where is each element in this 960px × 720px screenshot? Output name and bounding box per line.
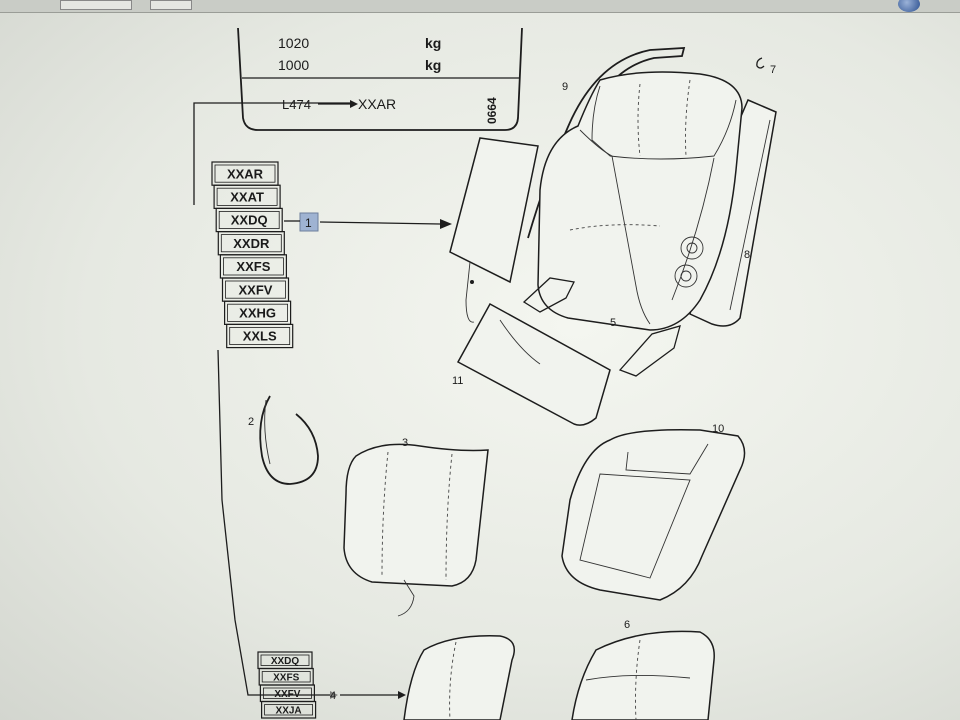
window-top-bar [0,0,960,13]
option-code-table: XXAR XXAT XXDQ XXDR XXFS XXFV XXHG XXLS [211,161,294,349]
option-code-bottom-label: XXJA [276,705,302,716]
option-code-xxdr[interactable]: XXDR [217,231,285,256]
lower-cover-part: 6 [571,619,715,720]
option-code-bottom-xxja[interactable]: XXJA [261,700,317,719]
back-cover-part [456,302,611,426]
option-code-bottom-xxfv[interactable]: XXFV [259,684,315,703]
lower-back-part [403,635,515,720]
model-from: L474 [282,97,311,112]
part-number-11: 11 [452,375,463,387]
option-code-label: XXFV [239,282,273,297]
weight-unit-2: kg [425,57,441,73]
callout-1[interactable]: 1 [299,212,319,232]
weight-unit-1: kg [425,35,441,51]
model-to: XXAR [358,96,396,112]
option-code-label: XXHG [239,305,276,320]
option-code-bottom-label: XXDQ [271,656,300,667]
seat-assembly-part: 5 [522,71,743,377]
callout-4-label: 4 [330,690,336,702]
option-code-xxfs[interactable]: XXFS [219,254,287,279]
weight-value-1: 1020 [278,35,309,51]
cushion-pad-part: 10 [561,423,746,601]
toolbar-button-mid[interactable] [150,0,192,10]
option-code-xxhg[interactable]: XXHG [224,300,292,326]
option-code-bottom-xxdq[interactable]: XXDQ [257,651,313,670]
option-code-bottom-xxfs[interactable]: XXFS [258,667,314,686]
option-code-label: XXDQ [231,213,268,228]
option-code-label: XXLS [243,329,277,344]
callout-1-label: 1 [305,216,312,230]
headrest-pad-part: 3 [343,437,489,617]
part-number-2: 2 [248,416,254,428]
weight-value-2: 1000 [278,57,309,73]
option-code-label: XXAT [230,189,264,204]
wire-clip-part: 2 [248,395,319,485]
app-logo-icon [898,0,920,12]
option-code-label: XXDR [233,236,270,251]
part-number-6: 6 [624,619,630,631]
option-code-xxfv[interactable]: XXFV [221,277,290,302]
option-code-xxar[interactable]: XXAR [211,161,279,186]
part-number-9: 9 [562,81,568,93]
option-code-table-bottom: XXDQ XXFS XXFV XXJA [257,651,317,719]
trim-clip-part: 7 [756,57,776,76]
option-code-label: XXFS [236,259,270,274]
back-panel-part [449,137,539,284]
option-code-bottom-label: XXFV [274,689,300,700]
option-code-xxat[interactable]: XXAT [213,184,281,209]
part-number-7: 7 [770,64,776,76]
option-code-bottom-label: XXFS [273,672,299,683]
option-code-xxls[interactable]: XXLS [226,323,294,349]
group-bracket [193,102,350,699]
part-number-3: 3 [402,437,408,449]
option-code-xxdq[interactable]: XXDQ [215,207,283,233]
ref-code: 0664 [485,97,499,124]
part-number-8: 8 [744,249,750,261]
part-number-5: 5 [610,317,616,329]
toolbar-button-left[interactable] [60,0,132,10]
part-number-10: 10 [712,423,724,435]
option-code-label: XXAR [227,166,264,181]
weight-info-box: 1020 kg 1000 kg L474 XXAR 0664 [237,27,523,131]
